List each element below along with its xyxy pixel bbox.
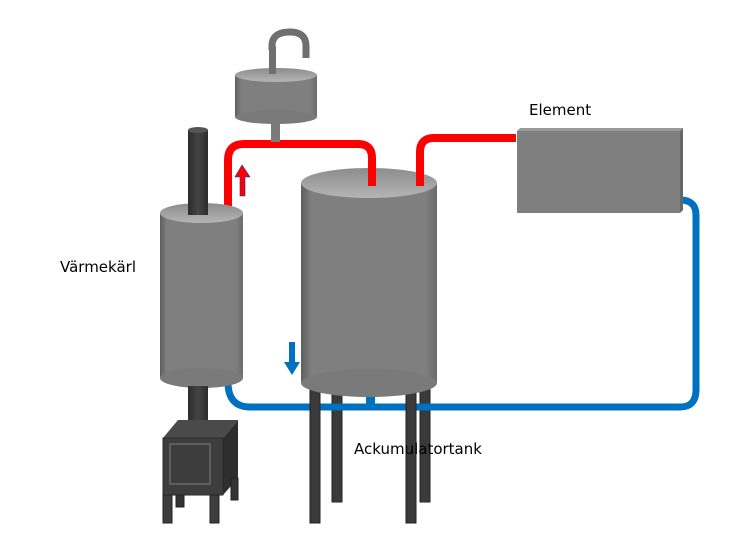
hot-supply-pipe	[224, 134, 516, 215]
cold-flow-arrow-down-icon	[284, 342, 300, 375]
label-element: Element	[529, 101, 592, 119]
accumulator-tank	[301, 160, 437, 397]
radiator-element	[517, 128, 683, 213]
heater-vessel	[160, 200, 243, 422]
chimney	[188, 130, 208, 220]
label-accumulator-tank: Ackumulatortank	[354, 440, 482, 458]
hot-flow-arrow-up-icon	[234, 164, 251, 197]
expansion-vessel	[235, 28, 317, 142]
wood-stove	[162, 420, 239, 524]
label-heater-vessel: Värmekärl	[60, 258, 136, 276]
cold-return-pipe	[224, 196, 700, 411]
